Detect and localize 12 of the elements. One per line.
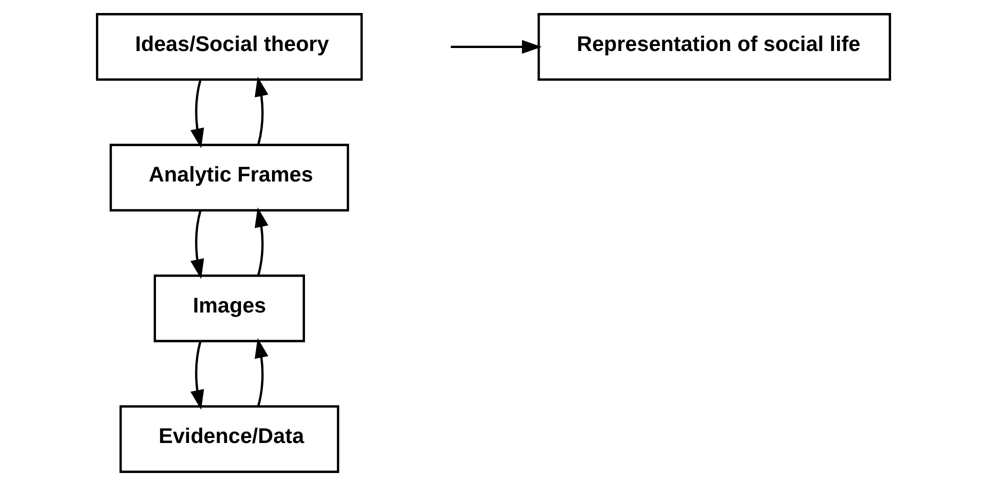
arrow — [190, 341, 204, 410]
arrow — [190, 210, 204, 280]
arrow — [254, 207, 268, 276]
arrow — [450, 40, 542, 54]
arrow — [190, 80, 204, 148]
node-box: Ideas/Social theory — [95, 13, 362, 81]
node-box: Representation of social life — [537, 13, 891, 81]
node-box: Analytic Frames — [109, 144, 349, 212]
arrow — [254, 338, 268, 407]
node-box: Evidence/Data — [119, 405, 339, 473]
arrow — [254, 76, 268, 146]
node-box: Images — [153, 274, 304, 342]
